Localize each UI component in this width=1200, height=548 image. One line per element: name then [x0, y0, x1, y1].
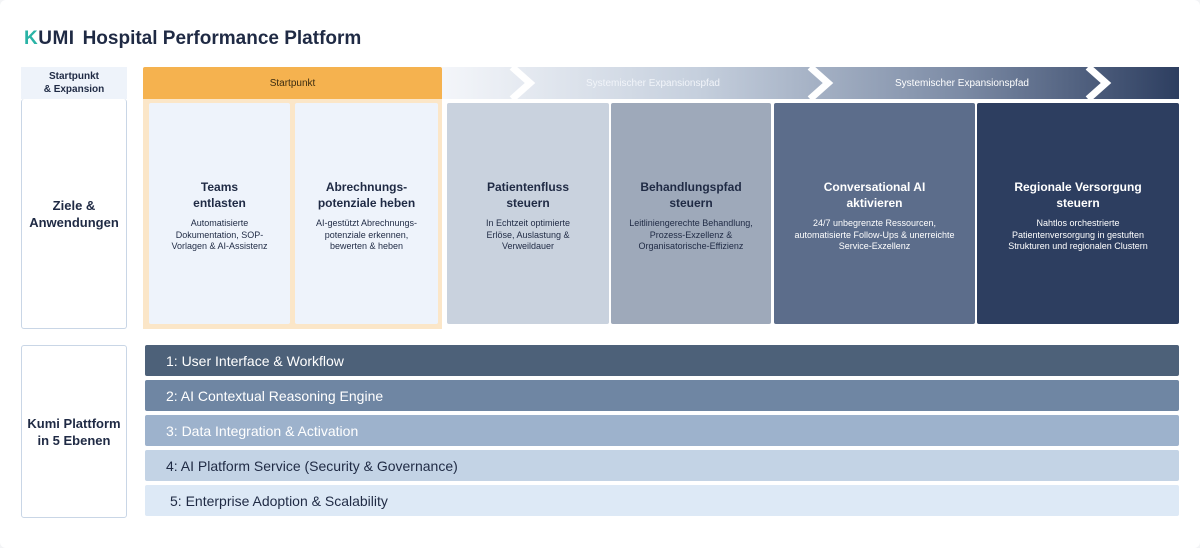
layer-2-reasoning-engine: 2: AI Contextual Reasoning Engine	[145, 380, 1179, 411]
side-label-ziele: Ziele &Anwendungen	[21, 99, 127, 329]
startpunkt-band: Startpunkt	[143, 67, 442, 99]
expansion-label-1: Systemischer Expansionspfad	[586, 77, 720, 89]
chevron-arrow-2	[807, 67, 834, 99]
chevron-arrow-3	[1085, 67, 1112, 99]
layer-1-user-interface: 1: User Interface & Workflow	[145, 345, 1179, 376]
side-header-startpunkt-expansion: Startpunkt& Expansion	[21, 67, 127, 99]
kumi-logo: KUMI	[24, 28, 75, 49]
layer-4-platform-service: 4: AI Platform Service (Security & Gover…	[145, 450, 1179, 481]
tile-abrechnungspotenziale: Abrechnungs-potenziale heben AI-gestützt…	[295, 103, 438, 324]
page-title: KUMI Hospital Performance Platform	[24, 27, 361, 51]
expansion-path-band	[442, 67, 1179, 99]
title-text: Hospital Performance Platform	[82, 28, 362, 49]
layer-3-data-integration: 3: Data Integration & Activation	[145, 415, 1179, 446]
chevron-arrow-1	[509, 67, 536, 99]
layer-5-enterprise-adoption: 5: Enterprise Adoption & Scalability	[145, 485, 1179, 516]
expansion-label-2: Systemischer Expansionspfad	[895, 77, 1029, 89]
